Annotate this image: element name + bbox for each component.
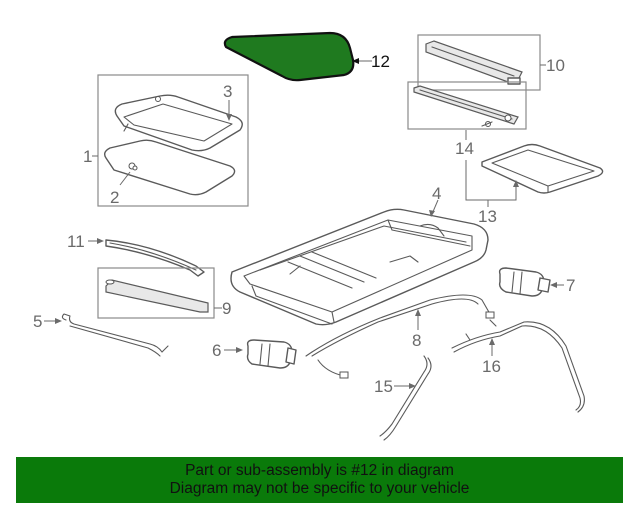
callout-1: 1 (83, 147, 98, 166)
callout-2: 2 (110, 171, 131, 207)
callout-6: 6 (212, 341, 243, 360)
part-4-sunroof-housing[interactable] (230, 208, 489, 326)
callout-7: 7 (550, 276, 575, 295)
part-15-drain-hose[interactable] (379, 355, 432, 441)
callout-8: 8 (412, 309, 421, 350)
callout-12: 12 (352, 52, 390, 71)
callout-11: 11 (67, 232, 104, 251)
callout-11-label: 11 (67, 232, 85, 251)
callout-16-label: 16 (482, 357, 501, 376)
callout-4-label: 4 (432, 184, 441, 203)
banner-line-2: Diagram may not be specific to your vehi… (169, 480, 470, 497)
banner-line-1: Part or sub-assembly is #12 in diagram (185, 462, 454, 479)
part-14-drain-trough[interactable] (413, 85, 519, 127)
part-9-trim-panel[interactable] (105, 279, 209, 313)
callout-5-label: 5 (33, 312, 42, 331)
group-box-1: 3 2 (97, 74, 249, 207)
part-10-deflector[interactable] (425, 40, 523, 85)
callout-1-label: 1 (83, 147, 92, 166)
callout-10-label: 10 (546, 56, 565, 75)
callout-2-label: 2 (110, 188, 119, 207)
part-6-motor[interactable] (246, 339, 297, 369)
part-16-drain-hose[interactable] (451, 319, 585, 413)
group-box-10: 10 (417, 34, 565, 91)
part-8-drive-cable[interactable] (305, 294, 495, 379)
part-13-glass-frame[interactable] (481, 143, 604, 194)
callout-14-label: 14 (455, 139, 474, 158)
part-2-sunshade[interactable] (103, 139, 236, 196)
callout-13-label: 13 (478, 207, 497, 226)
callout-16: 16 (482, 338, 501, 376)
callout-3-label: 3 (223, 82, 232, 101)
callout-7-label: 7 (566, 276, 575, 295)
part-3-sunshade-frame[interactable] (114, 94, 243, 152)
callout-15: 15 (374, 377, 416, 396)
part-12-glass-panel[interactable] (223, 31, 355, 82)
callout-9-label: 9 (222, 299, 231, 318)
info-banner: Part or sub-assembly is #12 in diagram D… (16, 457, 623, 503)
callout-13: 13 (465, 160, 519, 226)
group-box-9: 9 (97, 267, 231, 319)
callout-12-label: 12 (371, 52, 390, 71)
part-5-drain-hose[interactable] (61, 313, 169, 357)
part-7-motor[interactable] (498, 267, 551, 297)
callout-4: 4 (429, 184, 441, 217)
callout-3: 3 (223, 82, 232, 121)
callout-6-label: 6 (212, 341, 221, 360)
group-box-14: 14 (407, 81, 527, 158)
part-11-molding[interactable] (105, 239, 205, 277)
callout-15-label: 15 (374, 377, 393, 396)
callout-5: 5 (33, 312, 62, 331)
callout-8-label: 8 (412, 331, 421, 350)
